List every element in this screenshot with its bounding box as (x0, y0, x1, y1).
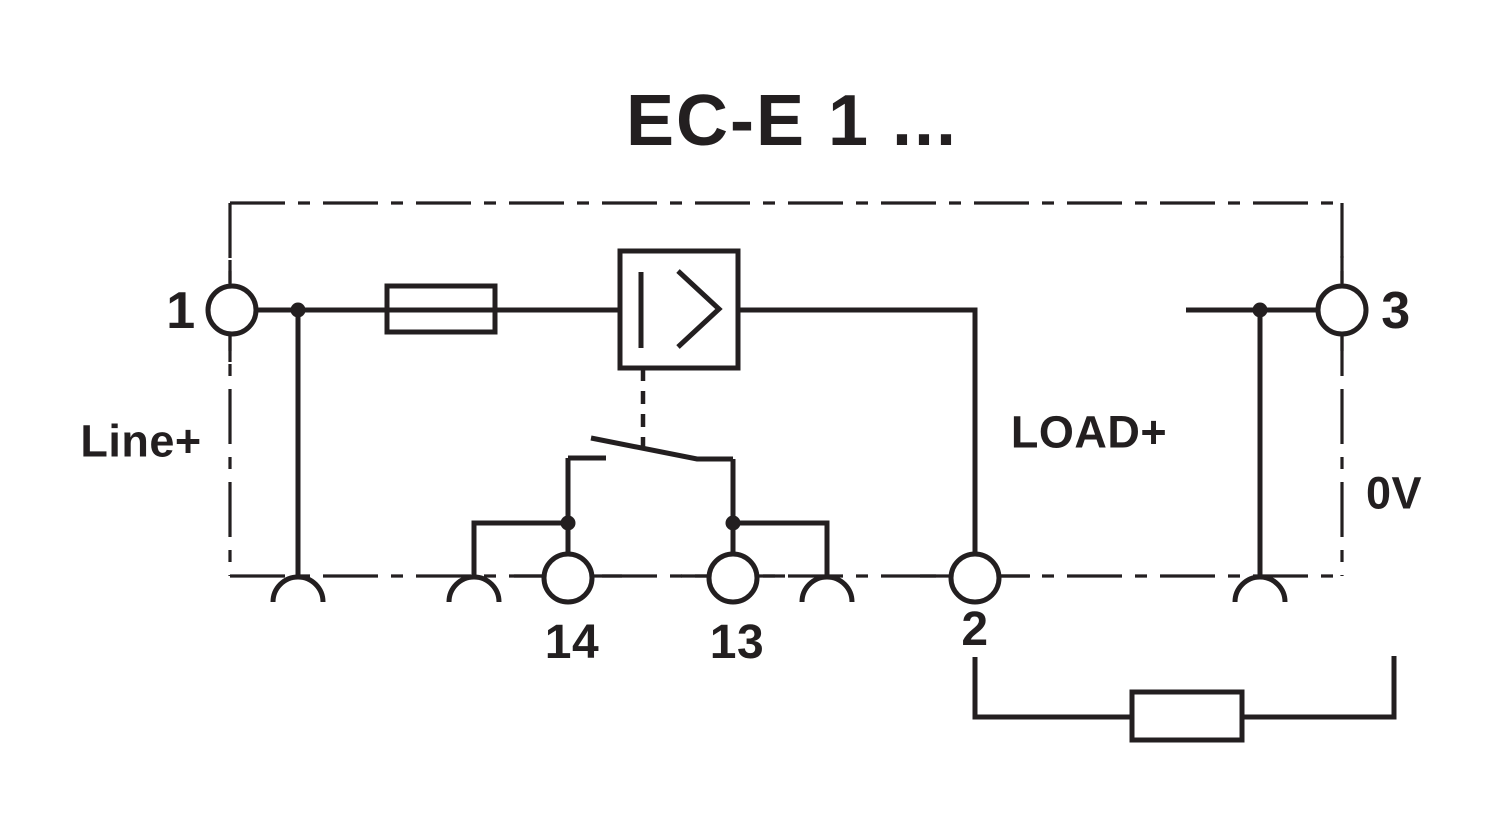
wire-driver-to-load (738, 307, 978, 555)
terminal-3-label: 3 (1381, 282, 1411, 340)
socket-arc-3 (799, 574, 855, 603)
junction-dot-zero-volt (1252, 302, 1268, 318)
wire-jog-13-to-socket3 (733, 520, 830, 577)
junction-dot-13 (725, 515, 741, 531)
terminal-1-label: 1 (166, 282, 196, 340)
socket-arc-2 (446, 574, 502, 603)
load-plus-label: LOAD+ (1010, 406, 1168, 458)
fuse-symbol (384, 283, 498, 335)
terminal-13-label: 13 (709, 616, 765, 669)
driver-chevron-icon (676, 269, 723, 349)
junction-dot-14 (560, 515, 576, 531)
line-plus-label: Line+ (80, 415, 202, 467)
zero-volt-label: 0V (1365, 467, 1423, 519)
wire-load-external-right (1242, 656, 1397, 720)
terminal-2-label: 2 (961, 603, 989, 656)
load-resistor-symbol (1129, 689, 1245, 743)
switch-blade (590, 435, 733, 462)
terminal-circle-2 (948, 551, 1002, 605)
boundary-touch-segments (228, 256, 1344, 578)
wire-jog-socket2-to-14 (471, 520, 568, 577)
terminal-circle-3 (1315, 283, 1369, 337)
wire-load-external-left (972, 657, 1132, 720)
terminal-circle-13 (706, 551, 760, 605)
terminal-14-label: 14 (544, 616, 600, 669)
junction-dot-line (290, 302, 306, 318)
device-title: EC-E 1 ... (625, 81, 959, 161)
socket-arc-1 (270, 574, 326, 603)
terminal-circle-14 (541, 551, 595, 605)
socket-arc-4 (1232, 574, 1288, 603)
terminal-circle-1 (205, 283, 259, 337)
